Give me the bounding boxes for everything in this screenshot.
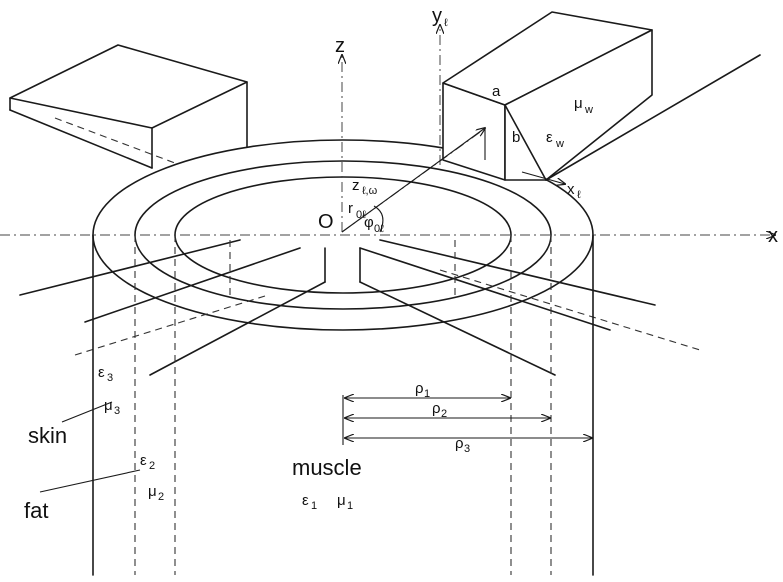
yl-axis-label: y [432, 5, 442, 27]
waveguide-eps-sub: w [555, 138, 564, 150]
rho3-sub: 3 [464, 443, 470, 455]
phi-arc [373, 205, 384, 233]
fat-eps-label: ε [140, 452, 147, 469]
right-waveguide-block [442, 11, 761, 181]
rho2-sub: 2 [441, 408, 447, 420]
zl-axis-label: z [352, 177, 360, 194]
radius-dimensions [342, 395, 592, 445]
rho3-label: ρ [455, 435, 464, 452]
waveguide-height-label: b [512, 129, 520, 146]
waveguide-mu-sub: w [584, 104, 593, 116]
leader-lines [39, 401, 141, 493]
fat-mu-label: μ [148, 483, 157, 500]
sector-cut-lines [19, 239, 701, 376]
skin-mu-label: μ [104, 397, 113, 414]
z-axis-label: z [335, 35, 345, 57]
muscle-eps-label: ε [302, 492, 309, 509]
waveguide-width-label: a [492, 83, 501, 100]
rho2-label: ρ [432, 400, 441, 417]
rho1-sub: 1 [424, 388, 430, 400]
fat-mu-sub: 2 [158, 491, 164, 503]
muscle-mu-label: μ [337, 492, 346, 509]
fat-eps-sub: 2 [149, 460, 155, 472]
phi0l-sub: 0ℓ [374, 223, 384, 235]
muscle-label: muscle [292, 455, 362, 480]
r0l-label: r [348, 200, 353, 217]
skin-eps-sub: 3 [107, 372, 113, 384]
xl-axis [521, 171, 565, 184]
muscle-mu-sub: 1 [347, 500, 353, 512]
skin-eps-label: ε [98, 364, 105, 381]
yl-axis-sub: ℓ [444, 17, 448, 29]
x-axis-label: x [768, 225, 778, 247]
waveguide-mu-label: μ [574, 95, 583, 112]
r0l-sub: 0ℓ [356, 209, 366, 221]
rho1-label: ρ [415, 380, 424, 397]
fat-label: fat [24, 498, 48, 523]
phi0l-label: φ [364, 214, 374, 231]
cylinder-walls [92, 234, 594, 576]
xl-axis-label: x [567, 181, 575, 198]
skin-label: skin [28, 423, 67, 448]
zl-axis-sub: ℓ,ω [362, 185, 378, 197]
muscle-eps-sub: 1 [311, 500, 317, 512]
xl-axis-sub: ℓ [577, 189, 581, 201]
r0l-vector [341, 128, 485, 233]
origin-label: O [318, 211, 334, 233]
coordinate-axes [0, 25, 775, 235]
waveguide-eps-label: ε [546, 129, 553, 146]
skin-mu-sub: 3 [114, 405, 120, 417]
